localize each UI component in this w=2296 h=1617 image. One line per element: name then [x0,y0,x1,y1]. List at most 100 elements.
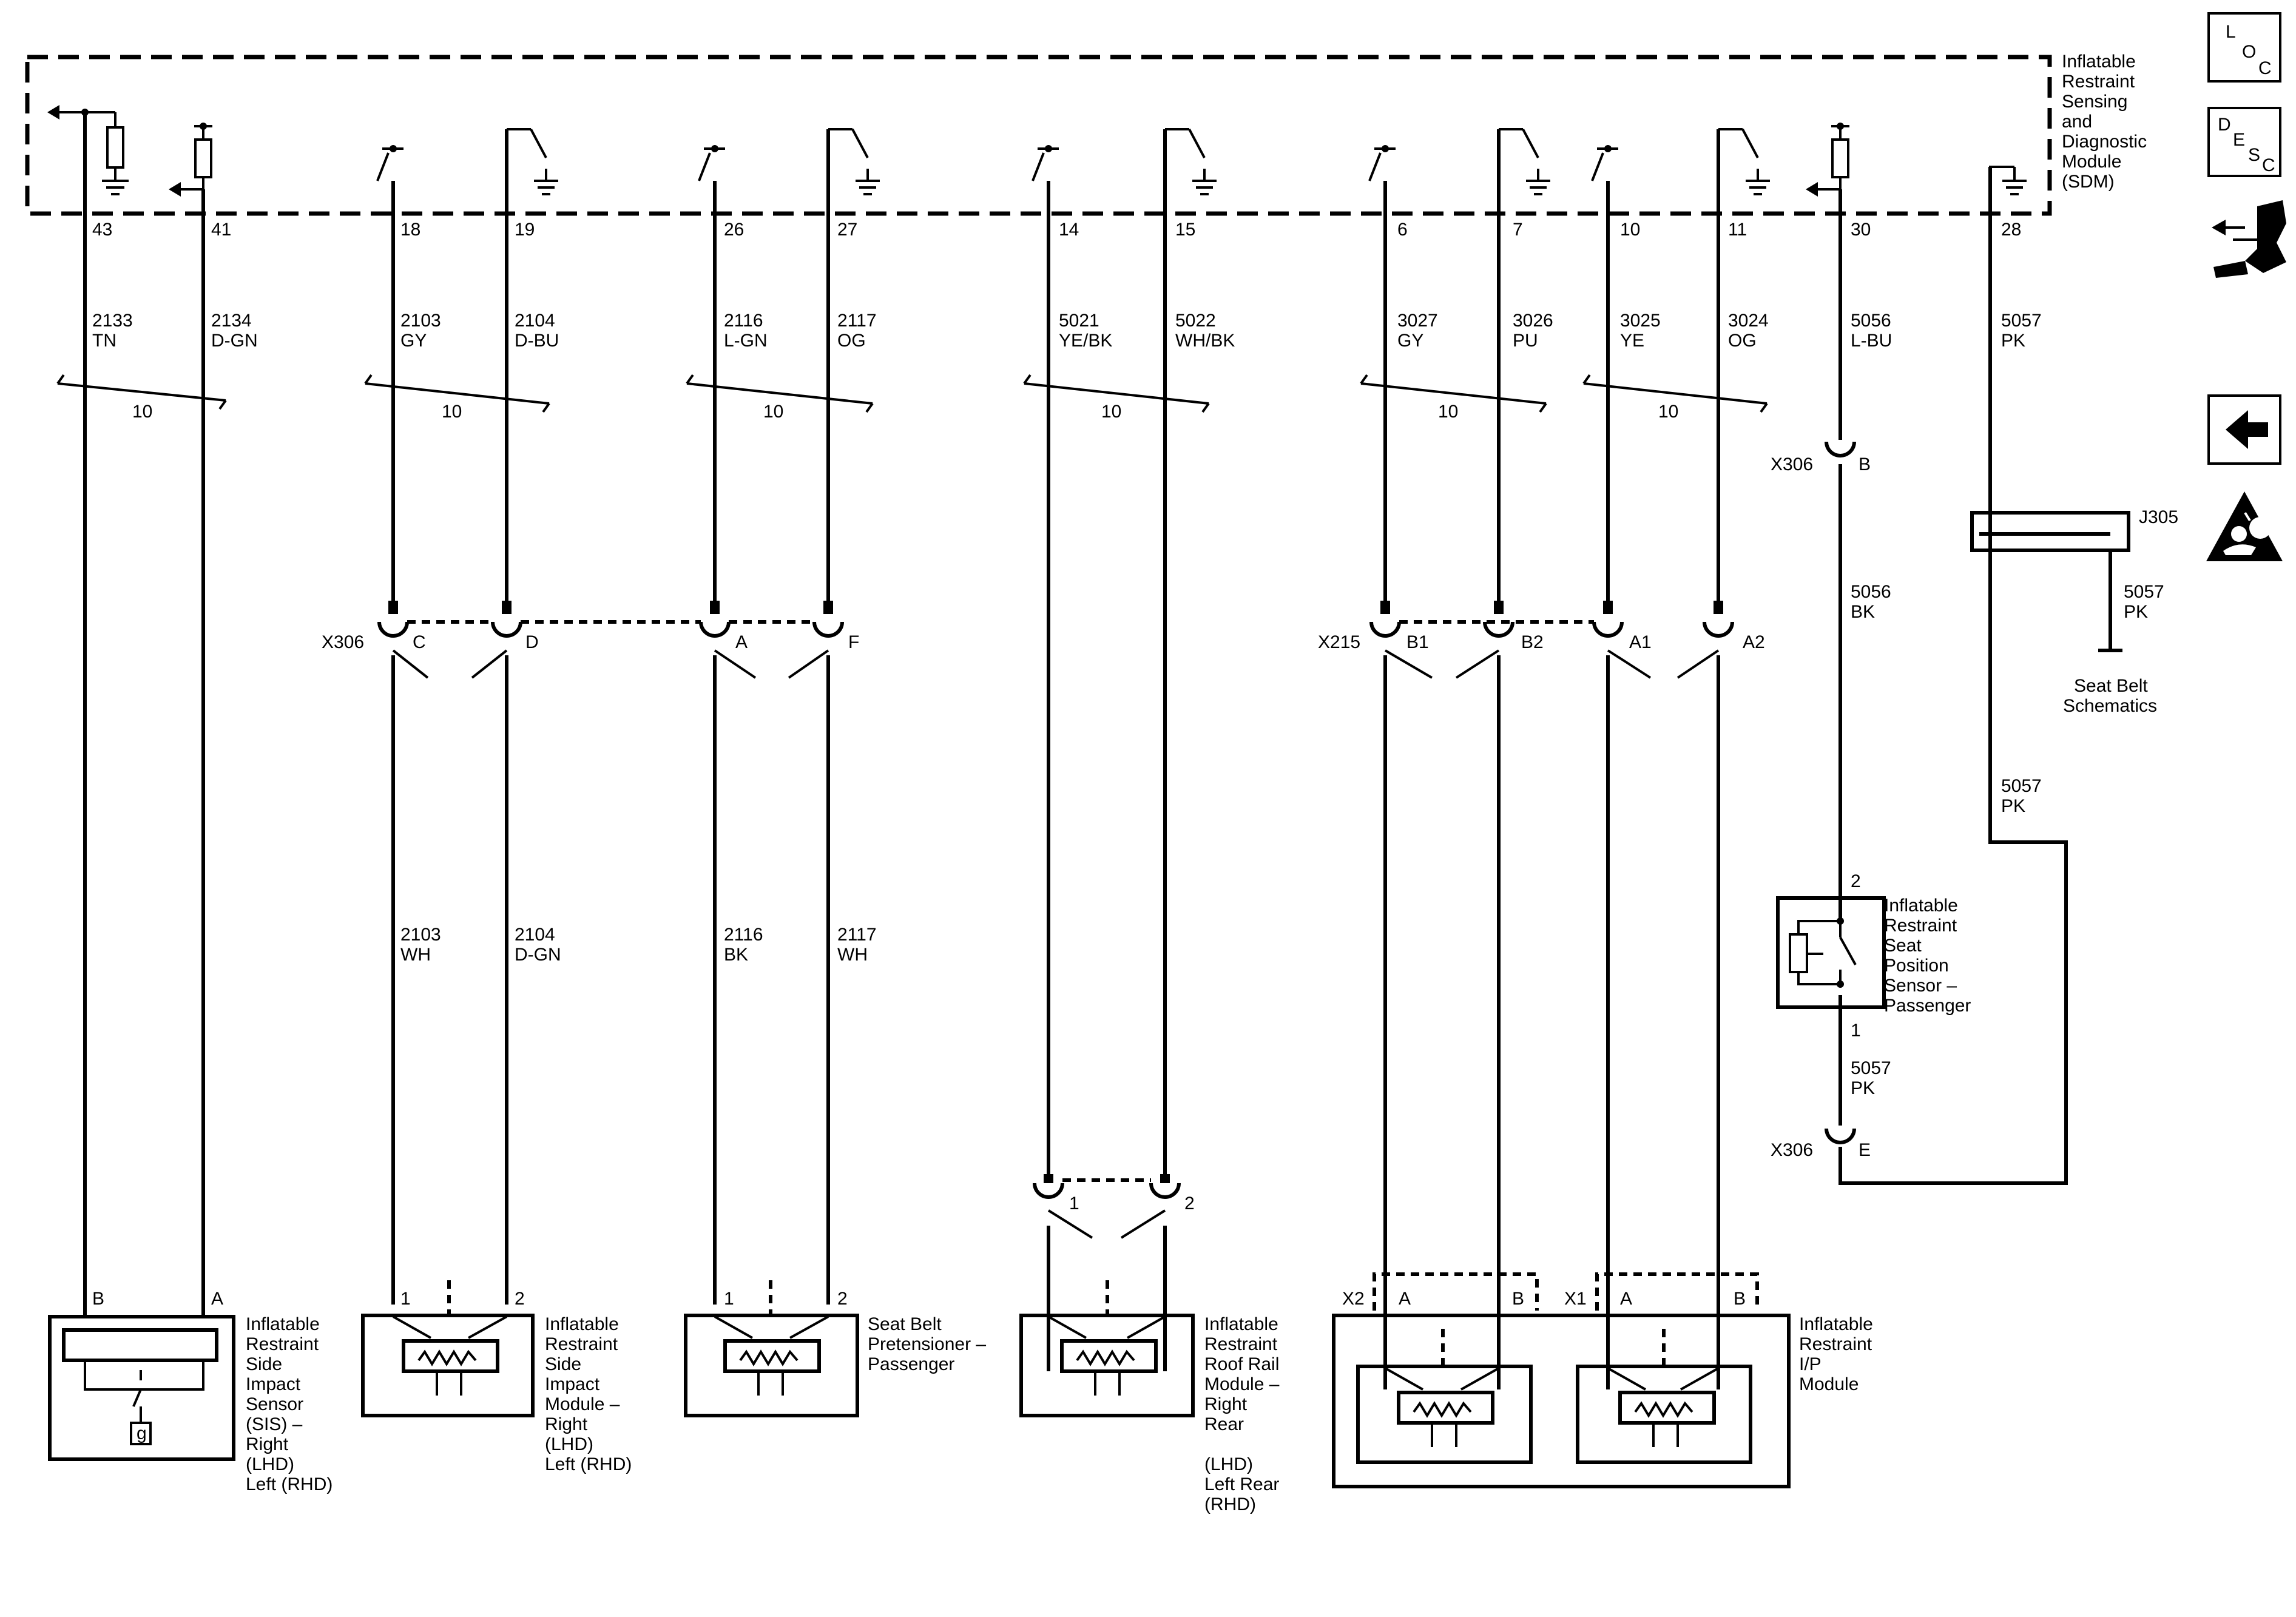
svg-text:Restraint: Restraint [246,1334,319,1354]
back-arrow-icon[interactable] [2207,394,2281,465]
svg-text:5056: 5056 [1851,582,1891,602]
sdm-internal-symbols [47,105,2027,197]
svg-text:Restraint: Restraint [1884,916,1957,936]
svg-text:3024: 3024 [1728,311,1769,331]
svg-text:Impact: Impact [545,1374,600,1394]
svg-text:1: 1 [1069,1193,1079,1214]
svg-text:J305: J305 [2139,507,2178,527]
svg-text:Impact: Impact [246,1374,301,1394]
svg-text:Restraint: Restraint [1799,1334,1872,1354]
svg-text:Pretensioner –: Pretensioner – [868,1334,986,1354]
svg-text:Sensor –: Sensor – [1884,976,1957,996]
airbag-warning-icon[interactable] [2206,491,2283,561]
svg-text:BK: BK [724,945,748,965]
component-ip-module: X2 X1 A B A B Inflatable Restraint I/P M… [1332,1272,1873,1488]
svg-text:D-GN: D-GN [515,945,561,965]
svg-text:2104: 2104 [515,925,555,945]
svg-text:L: L [2226,22,2236,42]
svg-text:5057: 5057 [1851,1058,1891,1078]
svg-text:14: 14 [1059,220,1079,240]
svg-text:S: S [2248,145,2260,165]
connector-repair-icon[interactable] [2212,200,2286,278]
svg-text:Inflatable: Inflatable [1799,1314,1873,1334]
desc-button[interactable]: D E S C [2207,107,2281,177]
svg-text:Right: Right [545,1414,588,1434]
svg-text:26: 26 [724,220,744,240]
svg-text:Restraint: Restraint [1204,1334,1278,1354]
svg-text:L-GN: L-GN [724,331,768,351]
svg-text:Module –: Module – [1204,1374,1280,1394]
svg-text:Inflatable: Inflatable [545,1314,619,1334]
svg-text:g: g [137,1423,147,1443]
svg-text:2116: 2116 [724,311,763,331]
svg-text:Left (RHD): Left (RHD) [545,1454,632,1474]
svg-text:B2: B2 [1521,632,1544,652]
connector-x306-cd: X306 C D [322,601,539,679]
svg-text:15: 15 [1175,220,1195,240]
svg-text:X2: X2 [1342,1289,1365,1309]
svg-text:1: 1 [1851,1021,1861,1041]
svg-text:3026: 3026 [1513,311,1553,331]
svg-text:2117: 2117 [837,311,877,331]
svg-text:Right: Right [246,1434,289,1454]
svg-text:Inflatable: Inflatable [2062,52,2136,72]
svg-text:X306: X306 [1771,454,1813,474]
svg-text:10: 10 [1658,402,1678,422]
svg-text:19: 19 [515,220,535,240]
svg-text:Sensor: Sensor [246,1394,303,1414]
svg-text:GY: GY [400,331,427,351]
svg-text:41: 41 [211,220,231,240]
svg-text:X1: X1 [1564,1289,1587,1309]
svg-text:Seat: Seat [1884,936,1922,956]
svg-text:I/P: I/P [1799,1354,1822,1374]
svg-text:Inflatable: Inflatable [246,1314,320,1334]
svg-text:A1: A1 [1629,632,1652,652]
svg-text:Restraint: Restraint [545,1334,618,1354]
seat-belt-schematics-ref[interactable]: Seat Belt Schematics [2063,676,2157,716]
svg-text:7: 7 [1513,220,1523,240]
connector-x306-b: X306 B [1771,441,1871,474]
svg-text:D-GN: D-GN [211,331,258,351]
svg-text:D-BU: D-BU [515,331,559,351]
connector-x306-e: X306 E [1771,1128,1871,1160]
svg-text:Restraint: Restraint [2062,72,2135,92]
svg-text:5056: 5056 [1851,311,1891,331]
svg-text:Side: Side [246,1354,282,1374]
svg-text:D: D [2218,115,2231,135]
loc-button[interactable]: L O C [2207,12,2281,83]
svg-text:(LHD): (LHD) [1204,1454,1253,1474]
svg-text:C: C [2258,58,2272,78]
svg-text:D: D [525,632,539,652]
svg-text:Diagnostic: Diagnostic [2062,132,2147,152]
svg-text:O: O [2242,42,2256,62]
sdm-label: Inflatable Restraint Sensing and Diagnos… [2062,52,2147,192]
svg-text:A: A [1399,1289,1411,1309]
svg-text:X215: X215 [1318,632,1360,652]
svg-text:2117: 2117 [837,925,877,945]
svg-text:WH: WH [837,945,868,965]
svg-text:Left (RHD): Left (RHD) [246,1474,333,1494]
connector-j305: J305 [1970,507,2178,552]
svg-text:2103: 2103 [400,311,441,331]
svg-text:5057: 5057 [2001,776,2042,796]
svg-text:11: 11 [1728,220,1747,240]
svg-text:Left Rear: Left Rear [1204,1474,1279,1494]
svg-text:BK: BK [1851,602,1875,622]
svg-text:YE/BK: YE/BK [1059,331,1112,351]
svg-text:Schematics: Schematics [2063,696,2157,716]
svg-text:OG: OG [1728,331,1757,351]
svg-text:C: C [413,632,426,652]
svg-text:B: B [1734,1289,1746,1309]
connector-roof-rail: 1 2 [1033,1174,1195,1239]
svg-text:5057: 5057 [2124,582,2164,602]
svg-text:Rear: Rear [1204,1414,1244,1434]
svg-text:F: F [848,632,859,652]
svg-text:10: 10 [442,402,462,422]
component-seat-position-sensor: 2 1 Inflatable Restraint Seat Position S… [1776,871,1971,1041]
svg-text:2: 2 [1851,871,1861,891]
svg-text:1: 1 [724,1289,734,1309]
component-seat-belt-pretensioner: 1 2 Seat Belt Pretensioner – Passenger [684,1280,986,1417]
svg-text:Right: Right [1204,1394,1248,1414]
svg-text:2: 2 [1184,1193,1195,1214]
